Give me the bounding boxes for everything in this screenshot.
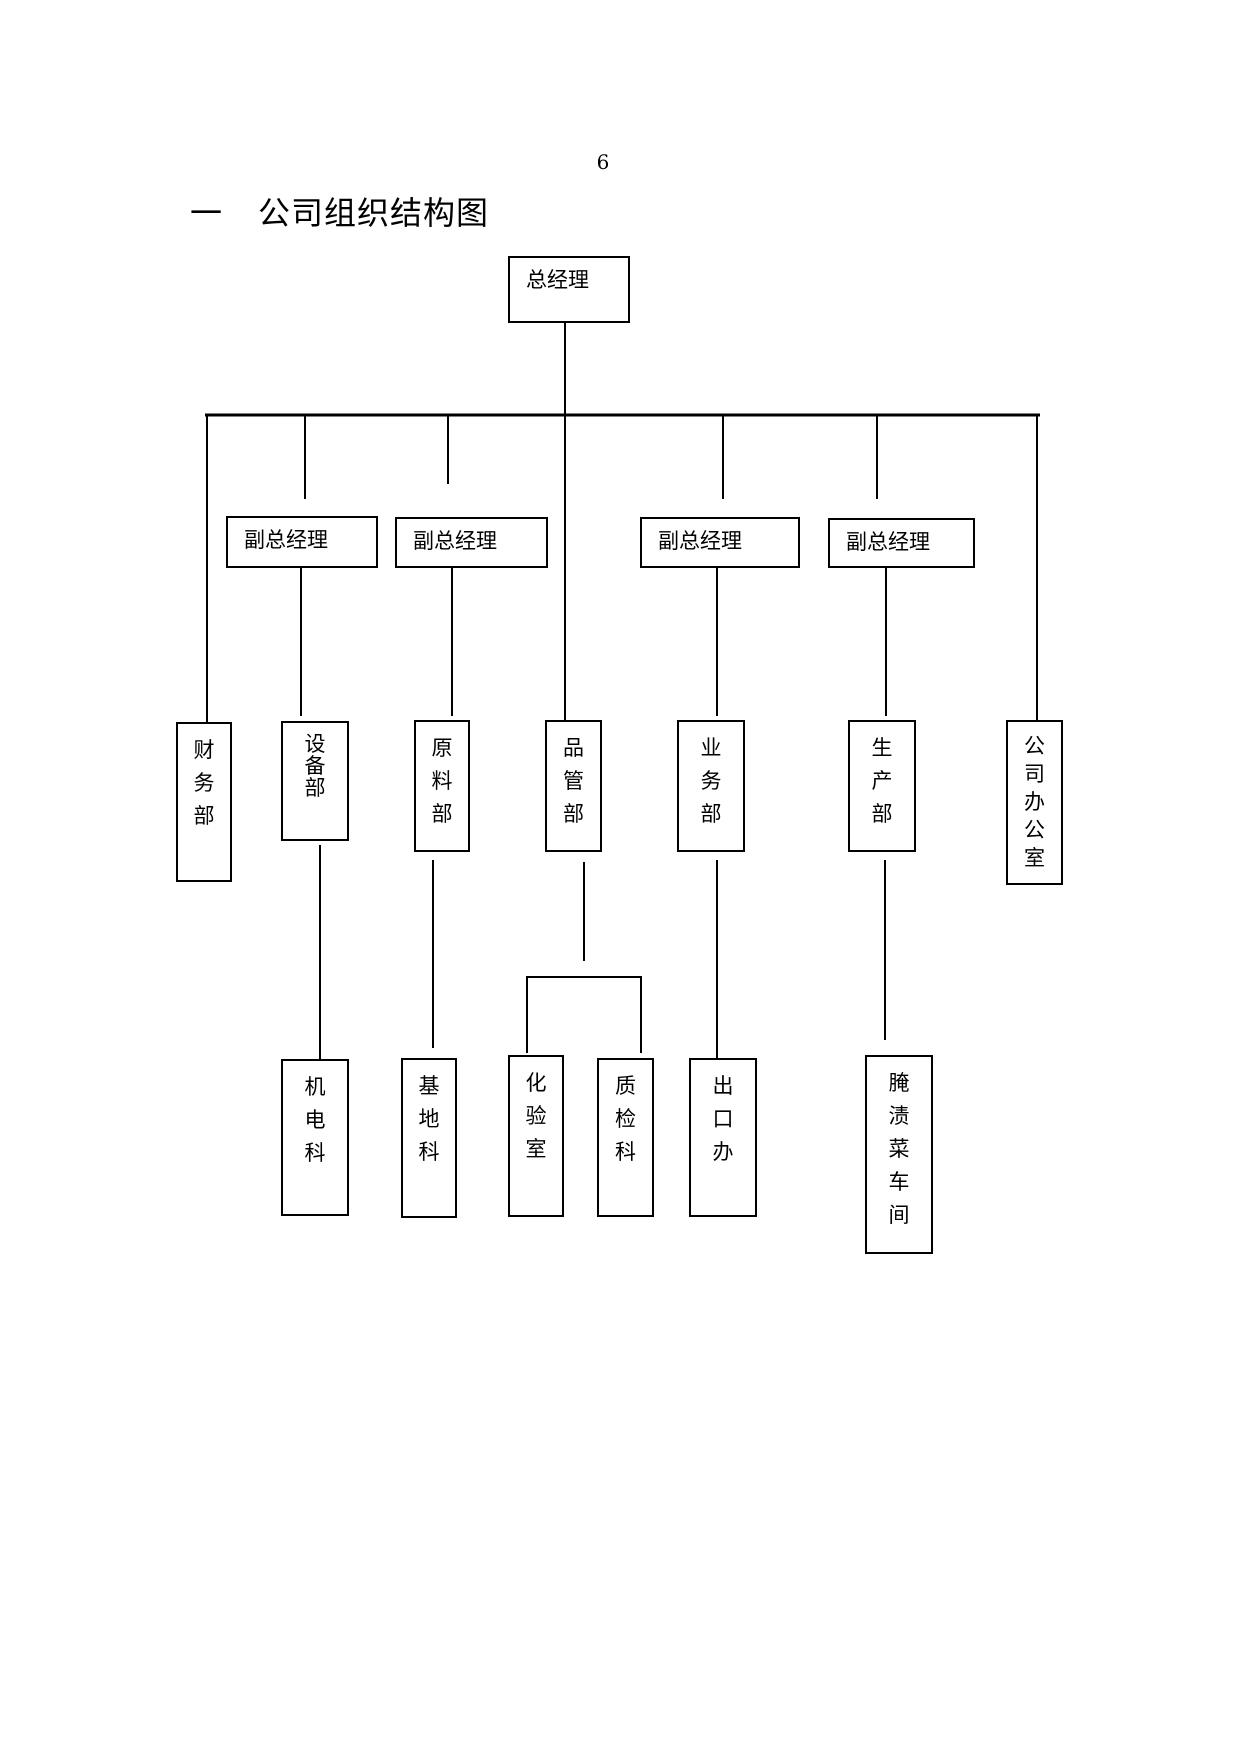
vice-manager-box-3: 副总经理 xyxy=(640,517,800,568)
materials-dept-box: 原料部 xyxy=(414,720,470,852)
production-dept-box: 生产部 xyxy=(848,720,916,852)
office-dept-label: 公司办公室 xyxy=(1024,734,1045,870)
lab-box: 化验室 xyxy=(508,1055,564,1217)
vice-manager-label: 副总经理 xyxy=(413,529,497,553)
quality-split-bracket xyxy=(526,976,642,1053)
general-manager-label: 总经理 xyxy=(526,268,589,292)
vice-manager-box-4: 副总经理 xyxy=(828,518,975,568)
base-section-box: 基地科 xyxy=(401,1058,457,1218)
general-manager-box: 总经理 xyxy=(508,256,630,323)
office-dept-box: 公司办公室 xyxy=(1006,720,1063,885)
finance-dept-label: 财务部 xyxy=(193,738,215,828)
vice-manager-box-1: 副总经理 xyxy=(226,516,378,568)
lab-label: 化验室 xyxy=(525,1071,547,1161)
materials-dept-label: 原料部 xyxy=(431,736,453,826)
business-dept-box: 业务部 xyxy=(677,720,745,852)
quality-dept-box: 品管部 xyxy=(545,720,602,852)
inspection-section-box: 质检科 xyxy=(597,1058,654,1217)
page-title: 一公司组织结构图 xyxy=(190,188,489,234)
export-office-box: 出口办 xyxy=(689,1058,757,1217)
vice-manager-label: 副总经理 xyxy=(658,529,742,553)
pickle-workshop-label: 腌渍菜车间 xyxy=(888,1071,910,1227)
electromech-section-label: 机电科 xyxy=(304,1075,326,1165)
business-dept-label: 业务部 xyxy=(700,736,722,826)
vice-manager-label: 副总经理 xyxy=(846,530,930,554)
vice-manager-label: 副总经理 xyxy=(244,528,328,552)
equipment-dept-label: 设备部 xyxy=(304,732,326,800)
section-number: 一 xyxy=(190,194,224,232)
finance-dept-box: 财务部 xyxy=(176,722,232,882)
production-dept-label: 生产部 xyxy=(871,736,893,826)
base-section-label: 基地科 xyxy=(418,1074,440,1164)
vice-manager-box-2: 副总经理 xyxy=(395,517,548,568)
page-number: 6 xyxy=(596,150,610,174)
electromech-section-box: 机电科 xyxy=(281,1059,349,1216)
pickle-workshop-box: 腌渍菜车间 xyxy=(865,1055,933,1254)
quality-dept-label: 品管部 xyxy=(563,736,584,826)
equipment-dept-box: 设备部 xyxy=(281,721,349,841)
export-office-label: 出口办 xyxy=(712,1074,734,1164)
section-title: 公司组织结构图 xyxy=(258,194,490,232)
inspection-section-label: 质检科 xyxy=(615,1074,636,1164)
